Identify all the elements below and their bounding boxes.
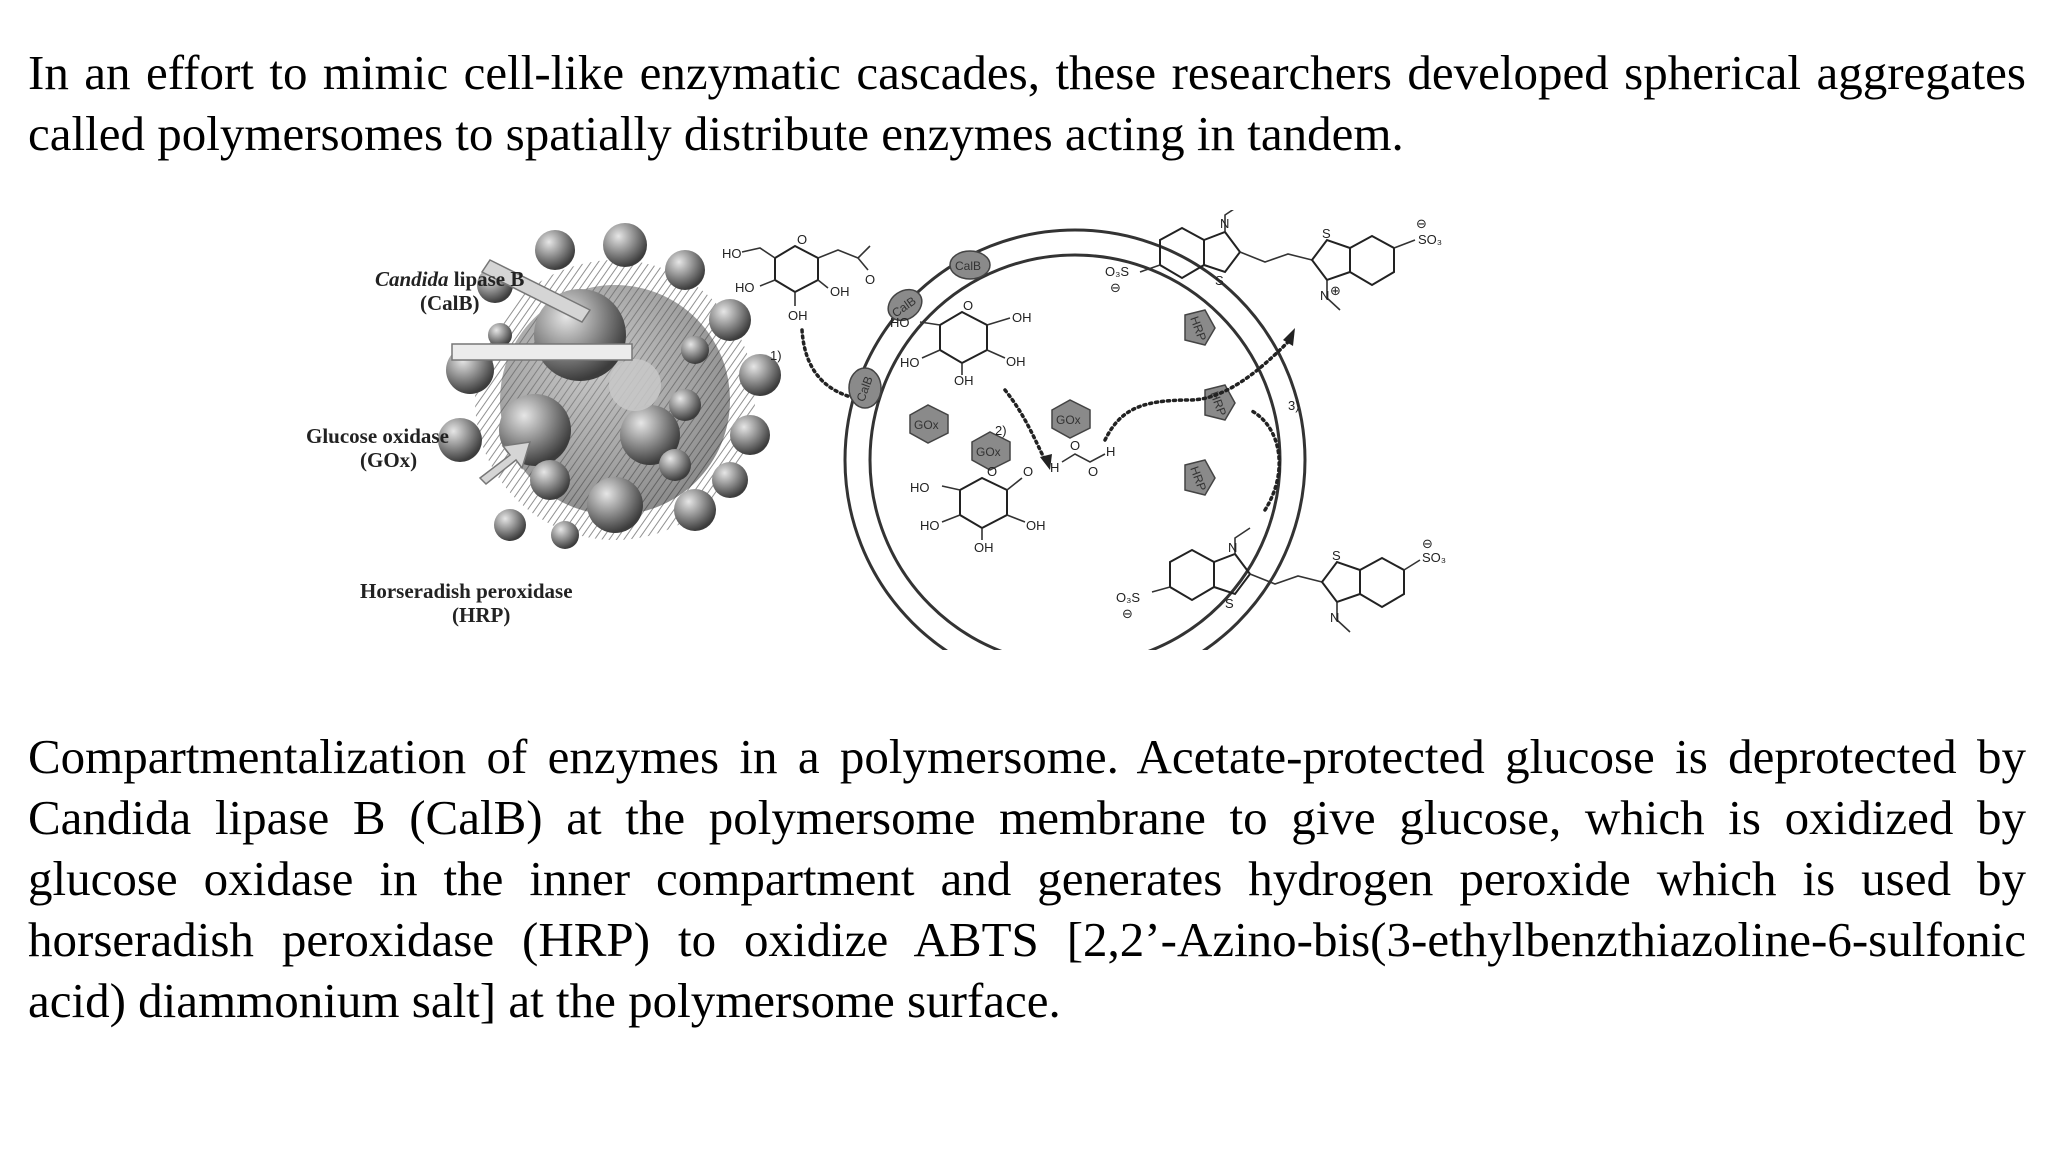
svg-text:S: S	[1332, 548, 1341, 563]
gox-abbr: (GOx)	[360, 448, 417, 472]
calb-pointer	[480, 259, 592, 323]
gox-enzymes: GOx GOx GOx	[909, 399, 1091, 471]
svg-text:HO: HO	[722, 246, 742, 261]
step3-arrow-from-abts	[1248, 408, 1281, 512]
svg-text:O: O	[797, 232, 807, 247]
hrp-abbr: (HRP)	[452, 603, 510, 627]
svg-text:N: N	[1228, 540, 1237, 555]
vesicle-outer-membrane	[843, 228, 1307, 650]
svg-text:H: H	[1106, 444, 1115, 459]
gluconolactone-structure: HO HO OH OH O O	[910, 464, 1046, 555]
svg-text:HO: HO	[890, 315, 910, 330]
svg-text:O₃S: O₃S	[1105, 264, 1129, 279]
svg-text:O: O	[987, 464, 997, 479]
svg-text:S: S	[1322, 226, 1331, 241]
step2-label: 2)	[995, 423, 1007, 438]
svg-text:CalB: CalB	[955, 259, 981, 273]
svg-text:N: N	[1320, 288, 1329, 303]
svg-text:OH: OH	[974, 540, 994, 555]
calb-abbr: (CalB)	[420, 291, 480, 315]
step2-arrow	[1003, 388, 1047, 462]
hrp-pointer	[478, 441, 532, 486]
svg-text:O: O	[1070, 438, 1080, 453]
svg-text:O: O	[1023, 464, 1033, 479]
svg-text:N: N	[1220, 216, 1229, 231]
abts-oxidized-structure: N S N S ⊕ SO₃ ⊖ O₃S ⊖	[1105, 210, 1442, 311]
hydrogen-peroxide: H O O H	[1050, 438, 1115, 479]
step3-label: 3)	[1288, 398, 1300, 413]
intro-paragraph: In an effort to mimic cell-like enzymati…	[28, 45, 2026, 161]
polymersome-figure: Candida lipase B (CalB) Glucose oxidase …	[306, 210, 1446, 650]
svg-text:GOx: GOx	[976, 445, 1001, 459]
svg-text:SO₃: SO₃	[1418, 232, 1442, 247]
svg-text:OH: OH	[788, 308, 808, 323]
svg-text:OH: OH	[954, 373, 974, 388]
svg-text:N: N	[1330, 610, 1339, 625]
gox-pointer	[451, 343, 633, 361]
step3-arrow-up	[1103, 338, 1292, 442]
svg-text:S: S	[1225, 596, 1234, 611]
svg-text:O: O	[1088, 464, 1098, 479]
svg-text:OH: OH	[1012, 310, 1032, 325]
hrp-enzymes-membrane: HRP HRP HRP	[1184, 309, 1236, 496]
svg-text:⊖: ⊖	[1110, 280, 1121, 295]
abts-reduced-structure: N S N S SO₃ ⊖ O₃S ⊖	[1116, 527, 1446, 633]
svg-text:OH: OH	[1026, 518, 1046, 533]
svg-text:SO₃: SO₃	[1422, 550, 1446, 565]
svg-text:GOx: GOx	[1056, 413, 1081, 427]
svg-text:HO: HO	[910, 480, 930, 495]
svg-text:HO: HO	[735, 280, 755, 295]
glucose-structure: HO HO OH OH OH O	[890, 298, 1032, 388]
svg-text:OH: OH	[830, 284, 850, 299]
reaction-scheme: HO HO OH OH O O 1) CalB CalB CalB HO HO …	[722, 210, 1446, 650]
calb-enzymes-membrane: CalB CalB CalB	[848, 250, 991, 409]
gox-label: Glucose oxidase	[306, 424, 449, 448]
figure-caption: Compartmentalization of enzymes in a pol…	[28, 729, 2026, 1028]
svg-text:O₃S: O₃S	[1116, 590, 1140, 605]
svg-text:O: O	[963, 298, 973, 313]
svg-text:⊖: ⊖	[1122, 606, 1133, 621]
polymersome-illustration: Candida lipase B (CalB) Glucose oxidase …	[306, 223, 781, 627]
svg-text:S: S	[1215, 273, 1224, 288]
svg-text:⊖: ⊖	[1416, 216, 1427, 231]
step1-label: 1)	[770, 348, 782, 363]
svg-text:⊖: ⊖	[1422, 536, 1433, 551]
calb-label: Candida lipase B	[375, 267, 524, 291]
svg-text:O: O	[865, 272, 875, 287]
svg-text:HO: HO	[900, 355, 920, 370]
svg-text:OH: OH	[1006, 354, 1026, 369]
svg-text:⊕: ⊕	[1330, 283, 1341, 298]
svg-text:HO: HO	[920, 518, 940, 533]
acetyl-glucose-structure: HO HO OH OH O O	[722, 232, 875, 323]
hrp-label: Horseradish peroxidase	[360, 579, 573, 603]
svg-text:H: H	[1050, 460, 1059, 475]
svg-text:GOx: GOx	[914, 418, 939, 432]
